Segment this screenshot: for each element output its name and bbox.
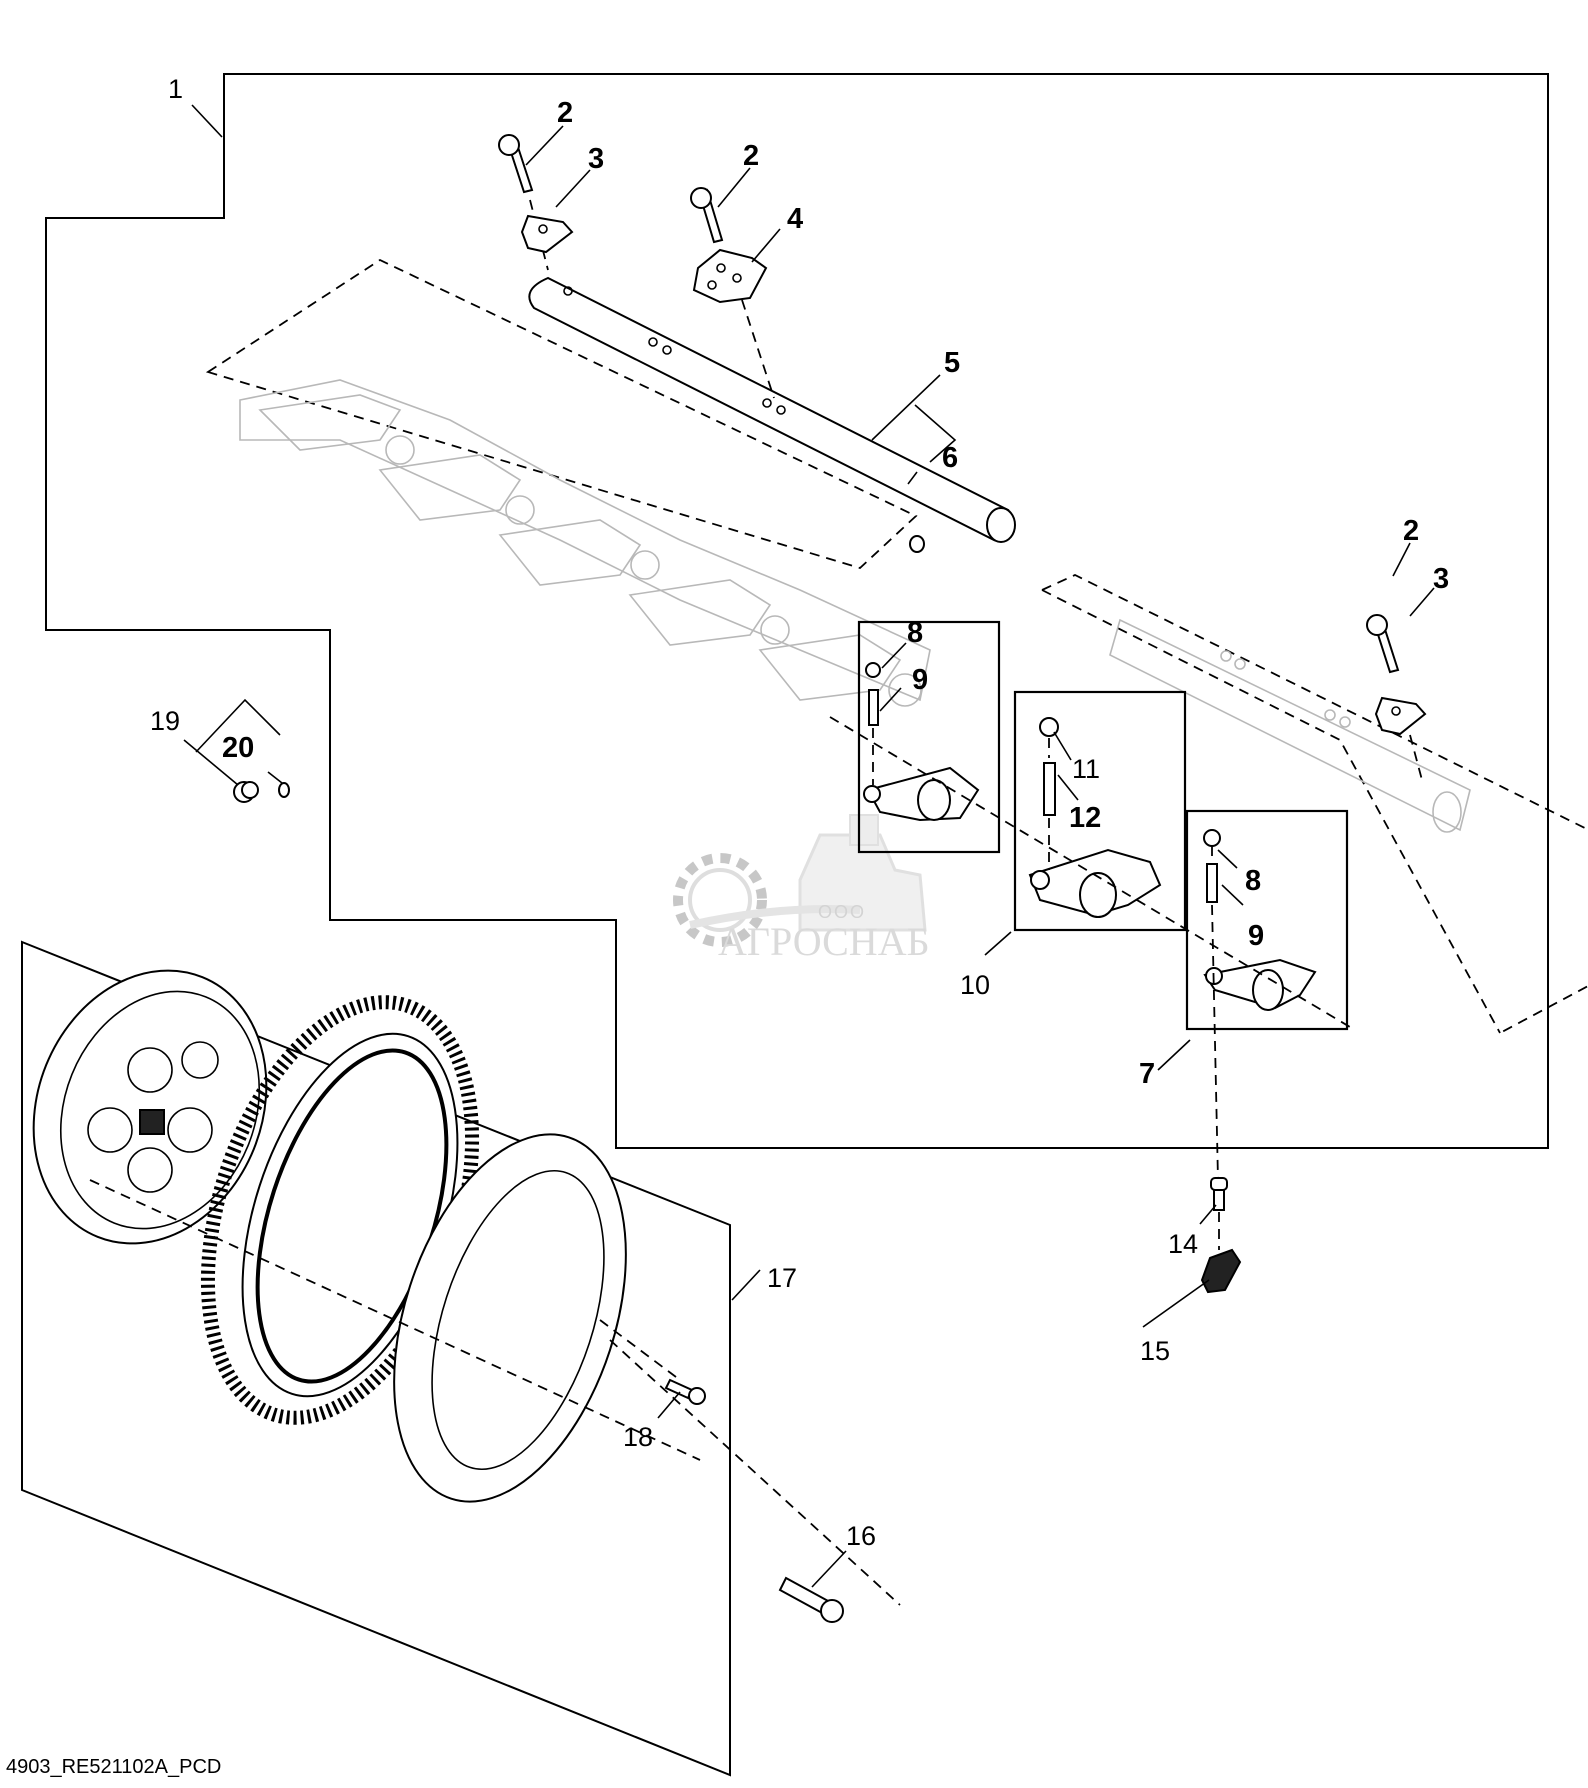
sub-assembly-box-7 <box>1185 809 1349 1031</box>
bolt-part-2a <box>498 134 534 194</box>
callout-2b: 2 <box>743 140 759 172</box>
ghost-right-shaft <box>1109 618 1471 833</box>
callout-1: 1 <box>168 74 183 104</box>
bolt-part-2b <box>690 187 724 244</box>
callout-9b: 9 <box>1248 920 1264 952</box>
callout-7: 7 <box>1139 1058 1155 1090</box>
shaft-support-part-3a <box>520 214 574 254</box>
callout-6: 6 <box>942 442 958 474</box>
ghost-rocker-assembly <box>239 379 931 707</box>
callout-2a: 2 <box>557 97 573 129</box>
callout-16: 16 <box>846 1521 876 1551</box>
callout-18: 18 <box>623 1422 653 1452</box>
bolt-16-axis-dash <box>609 1339 901 1606</box>
callout-9a: 9 <box>912 664 928 696</box>
gear-hub-part <box>32 969 268 1245</box>
callout-12: 12 <box>1069 802 1101 834</box>
callout-5: 5 <box>944 347 960 379</box>
watermark-name: АГРОСНАБ <box>718 919 930 964</box>
ghost-right-frame-lower <box>1041 589 1501 1034</box>
shaft-support-part-3b <box>1374 696 1427 736</box>
callout-15: 15 <box>1140 1336 1170 1366</box>
callout-4: 4 <box>787 203 803 235</box>
rocker-arm-part-left <box>863 662 980 822</box>
rocker-arm-part-7 <box>1203 829 1317 1011</box>
ghost-assembly-frame <box>205 258 918 570</box>
callout-8b: 8 <box>1245 865 1261 897</box>
leader-dash-4 <box>741 299 775 399</box>
vertical-dash-axis <box>1211 904 1219 1181</box>
rocker-arm-part-10 <box>1028 717 1162 918</box>
valve-bridge-part-15 <box>1200 1248 1242 1294</box>
o-ring-part-20 <box>278 782 290 798</box>
thrust-washer-part <box>393 1133 627 1503</box>
callout-3b: 3 <box>1433 563 1449 595</box>
ghost-right-frame <box>1041 574 1588 1034</box>
assembly-17-boundary <box>21 940 731 1777</box>
callout-8a: 8 <box>907 617 923 649</box>
leader-lines <box>183 104 1435 1588</box>
combine-harvester-icon <box>689 814 927 932</box>
center-support-part-4 <box>692 248 768 304</box>
callout-19: 19 <box>150 706 180 736</box>
callout-11: 11 <box>1072 754 1100 784</box>
rocker-shaft-part-5 <box>528 276 1016 553</box>
diagram-reference-code: 4903_RE521102A_PCD <box>6 1756 222 1778</box>
bolt-part-16 <box>778 1576 844 1623</box>
assembly-1-boundary <box>45 73 1549 1149</box>
watermark-prefix: ООО <box>818 902 866 922</box>
callout-3a: 3 <box>588 143 604 175</box>
callout-10: 10 <box>960 970 990 1000</box>
gear-axis-dash <box>89 1179 701 1461</box>
callout-2c: 2 <box>1403 515 1419 547</box>
bolt-part-2c <box>1366 614 1400 674</box>
sub-assembly-box-left <box>857 620 1001 854</box>
plug-part-19 <box>233 781 259 803</box>
leader-dash-3b <box>1409 734 1423 781</box>
callout-14: 14 <box>1168 1229 1198 1259</box>
bolt-part-18 <box>664 1378 706 1405</box>
callout-20: 20 <box>222 732 254 764</box>
push-rod-tip-part-14 <box>1210 1177 1228 1211</box>
sub-assembly-box-10 <box>1013 690 1187 932</box>
callout-17: 17 <box>767 1263 797 1293</box>
watermark-logo: ООО АГРОСНАБ <box>673 814 930 964</box>
